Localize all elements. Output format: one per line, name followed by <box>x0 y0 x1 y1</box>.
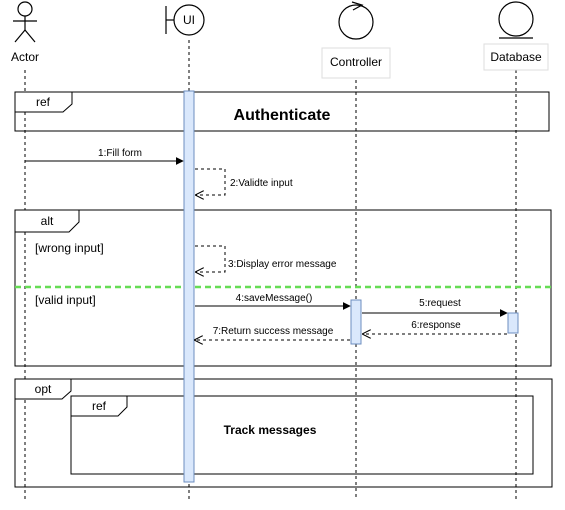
ref-authenticate-fragment[interactable]: ref Authenticate <box>14 91 550 132</box>
message-label: 5:request <box>419 298 461 309</box>
ui-activation-bar <box>183 90 195 483</box>
message-label: 1:Fill form <box>98 148 142 159</box>
controller-activation-bar <box>350 299 362 345</box>
message-validate-input[interactable]: 2:Validte input <box>195 168 293 195</box>
message-label: 3:Display error message <box>228 259 337 270</box>
ref-inner-tag-pentagon <box>70 395 128 417</box>
ref-track-messages-fragment[interactable]: ref Track messages <box>70 395 534 475</box>
ref-track-messages-title: Track messages <box>224 423 317 437</box>
message-label: 4:saveMessage() <box>236 293 313 304</box>
message-label: 2:Validte input <box>230 178 293 189</box>
controller-label: Controller <box>330 55 382 69</box>
alt-guard-valid-input: [valid input] <box>35 293 96 307</box>
message-label: 6:response <box>411 320 461 331</box>
actor-label: Actor <box>11 50 39 64</box>
boundary-icon <box>165 4 205 36</box>
message-self-arrow <box>195 168 226 195</box>
control-icon <box>338 1 374 40</box>
ref-track-messages-tag: ref <box>92 399 107 413</box>
database-participant[interactable]: Database <box>483 1 549 71</box>
message-label: 7:Return success message <box>213 326 334 337</box>
alt-guard-wrong-input: [wrong input] <box>35 241 104 255</box>
message-return-success[interactable]: 7:Return success message <box>195 326 350 340</box>
alt-tag: alt <box>41 214 54 228</box>
actor-participant[interactable]: Actor <box>2 1 48 68</box>
actor-stick-figure-icon <box>13 1 37 43</box>
alt-tag-pentagon <box>14 209 80 233</box>
database-label: Database <box>490 50 542 64</box>
entity-icon <box>498 1 534 39</box>
opt-tag-pentagon <box>14 378 72 400</box>
ref-authenticate-title: Authenticate <box>234 107 331 124</box>
alt-fragment[interactable]: alt [wrong input] [valid input] <box>14 209 552 367</box>
message-fill-form[interactable]: 1:Fill form <box>25 148 184 165</box>
controller-participant[interactable]: Controller <box>321 1 391 79</box>
database-label-box <box>483 43 549 71</box>
message-display-error[interactable]: 3:Display error message <box>195 245 337 272</box>
ui-participant[interactable]: UI <box>165 4 205 36</box>
message-save-message[interactable]: 4:saveMessage() <box>195 293 351 310</box>
ui-label: UI <box>183 13 195 27</box>
message-request[interactable]: 5:request <box>362 298 508 317</box>
database-activation-bar <box>507 312 519 334</box>
message-self-arrow <box>195 245 226 272</box>
ref-authenticate-tag: ref <box>36 95 51 109</box>
opt-tag: opt <box>35 382 52 396</box>
controller-label-box <box>321 47 391 79</box>
actor-label-box <box>2 46 48 68</box>
message-response[interactable]: 6:response <box>363 320 507 334</box>
opt-fragment[interactable]: opt <box>14 378 553 488</box>
ref-tag-pentagon <box>14 91 73 113</box>
